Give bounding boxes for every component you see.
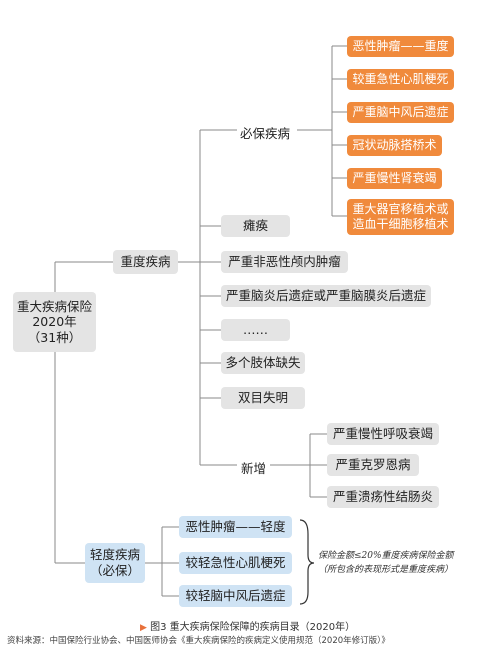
must-label: 必保疾病: [240, 126, 291, 141]
caption-marker: ▶: [140, 623, 147, 633]
mild-line2: （必保）: [89, 563, 140, 578]
severe-node: 重度疾病: [113, 250, 178, 274]
severe-item-tumor: 严重非恶性颅内肿瘤: [221, 251, 348, 273]
new-item-crohn: 严重克罗恩病: [327, 454, 419, 476]
new-label: 新增: [241, 461, 267, 476]
mild-item-tumor: 恶性肿瘤——轻度: [179, 516, 292, 538]
caption-text: 图3 重大疾病保险保障的疾病目录（2020年）: [150, 622, 356, 633]
severe-item-blindness: 双目失明: [221, 387, 305, 409]
must-item-3: 严重脑中风后遗症: [347, 102, 454, 123]
must-item-6-line1: 重大器官移植术或: [352, 202, 449, 216]
mild-brace: [299, 519, 315, 605]
root-line3: （31种）: [27, 329, 82, 345]
source-note: 资料来源：中国保险行业协会、中国医师协会《重大疾病保险的疾病定义使用规范（202…: [7, 636, 390, 646]
mild-note-line2: （所包含的表现形式是重度疾病）: [318, 564, 454, 575]
must-item-6: 重大器官移植术或 造血干细胞移植术: [347, 199, 454, 235]
severe-item-limb-loss: 多个肢体缺失: [221, 352, 305, 374]
mild-node: 轻度疾病 （必保）: [85, 543, 145, 583]
must-item-1: 恶性肿瘤——重度: [347, 36, 454, 57]
figure-caption: ▶ 图3 重大疾病保险保障的疾病目录（2020年）: [140, 618, 355, 633]
root-line2: 2020年: [32, 314, 77, 330]
mild-item-stroke: 较轻脑中风后遗症: [179, 585, 292, 607]
must-item-5: 严重慢性肾衰竭: [347, 168, 442, 189]
new-item-respiratory: 严重慢性呼吸衰竭: [327, 423, 439, 445]
mild-line1: 轻度疾病: [89, 547, 140, 563]
severe-item-ellipsis: ……: [221, 319, 290, 341]
root-node: 重大疾病保险 2020年 （31种）: [13, 292, 96, 352]
new-item-colitis: 严重溃疡性结肠炎: [327, 486, 439, 508]
must-item-6-line2: 造血干细胞移植术: [352, 217, 449, 231]
mild-note-line1: 保险金额≤20%重度疾病保险金额: [318, 551, 454, 561]
must-item-4: 冠状动脉搭桥术: [347, 135, 442, 156]
must-item-2: 较重急性心肌梗死: [347, 69, 454, 90]
mild-note: 保险金额≤20%重度疾病保险金额 （所包含的表现形式是重度疾病）: [318, 550, 454, 577]
root-line1: 重大疾病保险: [16, 298, 92, 314]
severe-item-encephalitis: 严重脑炎后遗症或严重脑膜炎后遗症: [221, 285, 431, 307]
mild-item-heart: 较轻急性心肌梗死: [179, 552, 292, 574]
severe-item-paralysis: 瘫痪: [221, 215, 290, 237]
